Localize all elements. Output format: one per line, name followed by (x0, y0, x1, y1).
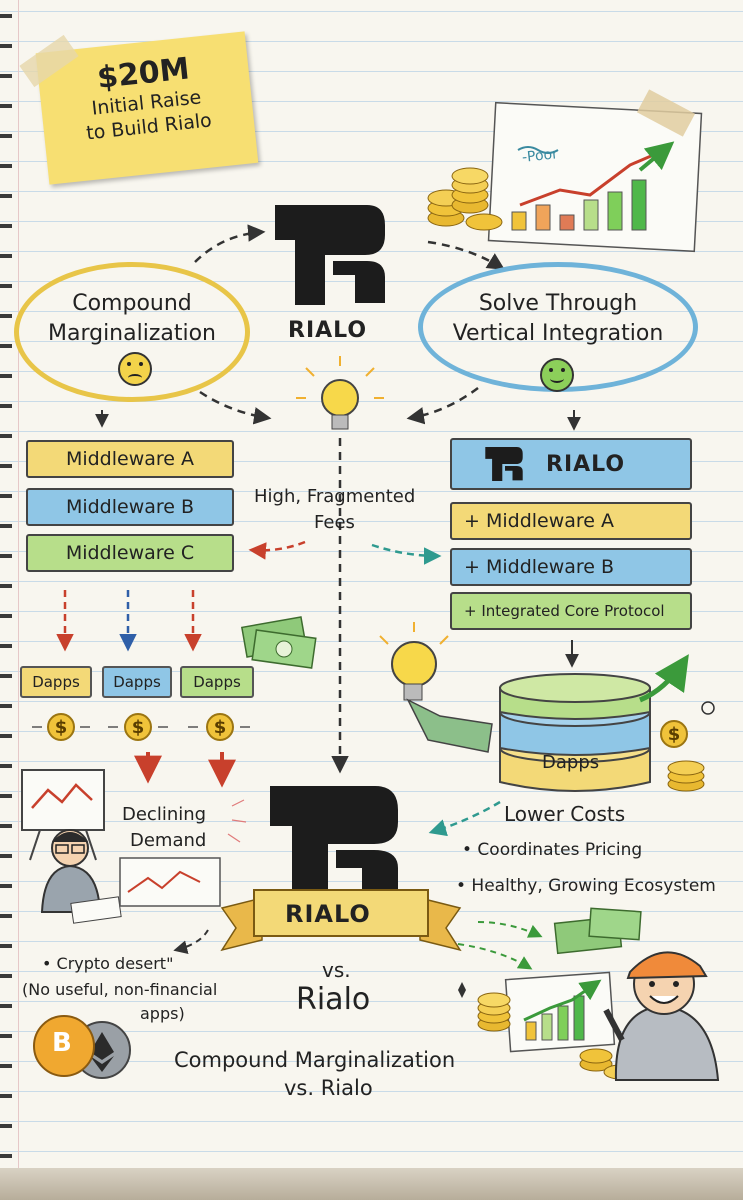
desert-line-1: • Crypto desert" (42, 954, 174, 973)
desert-line-2: (No useful, non-financial (22, 980, 218, 999)
star-icon (458, 982, 466, 998)
crypto-coins-icon (33, 1015, 131, 1079)
middleware-a-left: Middleware A (26, 440, 234, 478)
dapps-box-2: Dapps (102, 666, 172, 698)
chart-paper-declining (119, 857, 221, 907)
dapps-box-1: Dapps (20, 666, 92, 698)
growth-arrow (639, 654, 689, 703)
arrow-to-logo-bottom (428, 800, 501, 837)
rialo-logo-top (275, 205, 385, 305)
lightbulb-hand-icon (379, 622, 493, 753)
fees-label-line-2: Fees (314, 512, 355, 533)
footer-line-2: vs. Rialo (284, 1076, 373, 1100)
arrow-to-desert (173, 929, 209, 955)
right-bubble-line-1: Solve Through (478, 291, 638, 316)
coin-stack-top (427, 167, 503, 231)
declining-line-1: Declining (122, 804, 207, 825)
bitcoin-glyph: B (52, 1028, 72, 1058)
worried-person-icon (40, 829, 122, 924)
arrow-bubble-to-logo (194, 224, 266, 263)
rialo-stack-header: RIALO (450, 438, 692, 490)
sparkle-dot (701, 701, 715, 715)
arrow-logo-to-bubble (427, 240, 505, 270)
dollar-coin-icon: $ (206, 713, 234, 741)
money-bills-icon (240, 616, 317, 669)
middleware-b-right: + Middleware B (450, 548, 692, 586)
left-bubble-line-1: Compound (72, 291, 192, 316)
arrow-to-growth (457, 943, 533, 970)
logo-word-banner: RIALO (285, 900, 371, 928)
spiral-binding (0, 0, 12, 1200)
dollar-coin-icon: $ (124, 713, 152, 741)
rialo-logo-small (485, 447, 523, 481)
page-edge (0, 1168, 743, 1200)
logo-word-top: RIALO (288, 318, 368, 343)
declining-sparkles (227, 799, 247, 843)
lightbulb-icon (296, 356, 384, 430)
rialo-banner (220, 889, 462, 952)
easel-chart (21, 769, 105, 861)
middleware-b-left: Middleware B (26, 488, 234, 526)
coin-stack-right (667, 760, 705, 792)
margin-line (18, 0, 19, 1200)
rialo-word: Rialo (296, 982, 371, 1017)
growth-chart-bottom (504, 971, 616, 1053)
footer-line-1: Compound Marginalization (174, 1048, 456, 1072)
cylinder-stack (499, 673, 651, 792)
vs-label: vs. (322, 958, 351, 982)
benefits-heading: Lower Costs (504, 802, 626, 826)
benefit-pricing: • Coordinates Pricing (462, 840, 643, 860)
dapps-box-3: Dapps (180, 666, 254, 698)
dollar-coin-icon: $ (660, 720, 688, 748)
integrated-core-protocol: + Integrated Core Protocol (450, 592, 692, 630)
fees-label-line-1: High, Fragmented (254, 486, 416, 507)
arrow-fees-left (248, 540, 306, 560)
happy-person-icon (603, 951, 720, 1081)
middleware-c-left: Middleware C (26, 534, 234, 572)
compound-marginalization-bubble: Compound Marginalization (14, 262, 250, 402)
sad-face-icon (118, 352, 152, 386)
arrow-bubble-to-bulb-right (406, 386, 479, 425)
declining-line-2: Demand (130, 830, 207, 851)
benefit-ecosystem: • Healthy, Growing Ecosystem (456, 876, 716, 896)
left-bubble-line-2: Marginalization (47, 321, 217, 346)
right-bubble-line-2: Vertical Integration (452, 321, 664, 346)
money-bill-bottom (553, 907, 642, 955)
happy-face-icon (540, 358, 574, 392)
logo-word-stack: RIALO (546, 452, 626, 477)
cylinder-dapps-label: Dapps (542, 752, 600, 773)
arrow-fees-right (371, 543, 442, 565)
rialo-logo-bottom (270, 786, 398, 901)
dollar-coin-icon: $ (47, 713, 75, 741)
desert-line-3: apps) (140, 1004, 185, 1023)
arrow-bubble-to-bulb (199, 390, 272, 425)
middleware-a-right: + Middleware A (450, 502, 692, 540)
chart-paper-top (487, 89, 703, 253)
arrow-to-money (477, 921, 543, 938)
